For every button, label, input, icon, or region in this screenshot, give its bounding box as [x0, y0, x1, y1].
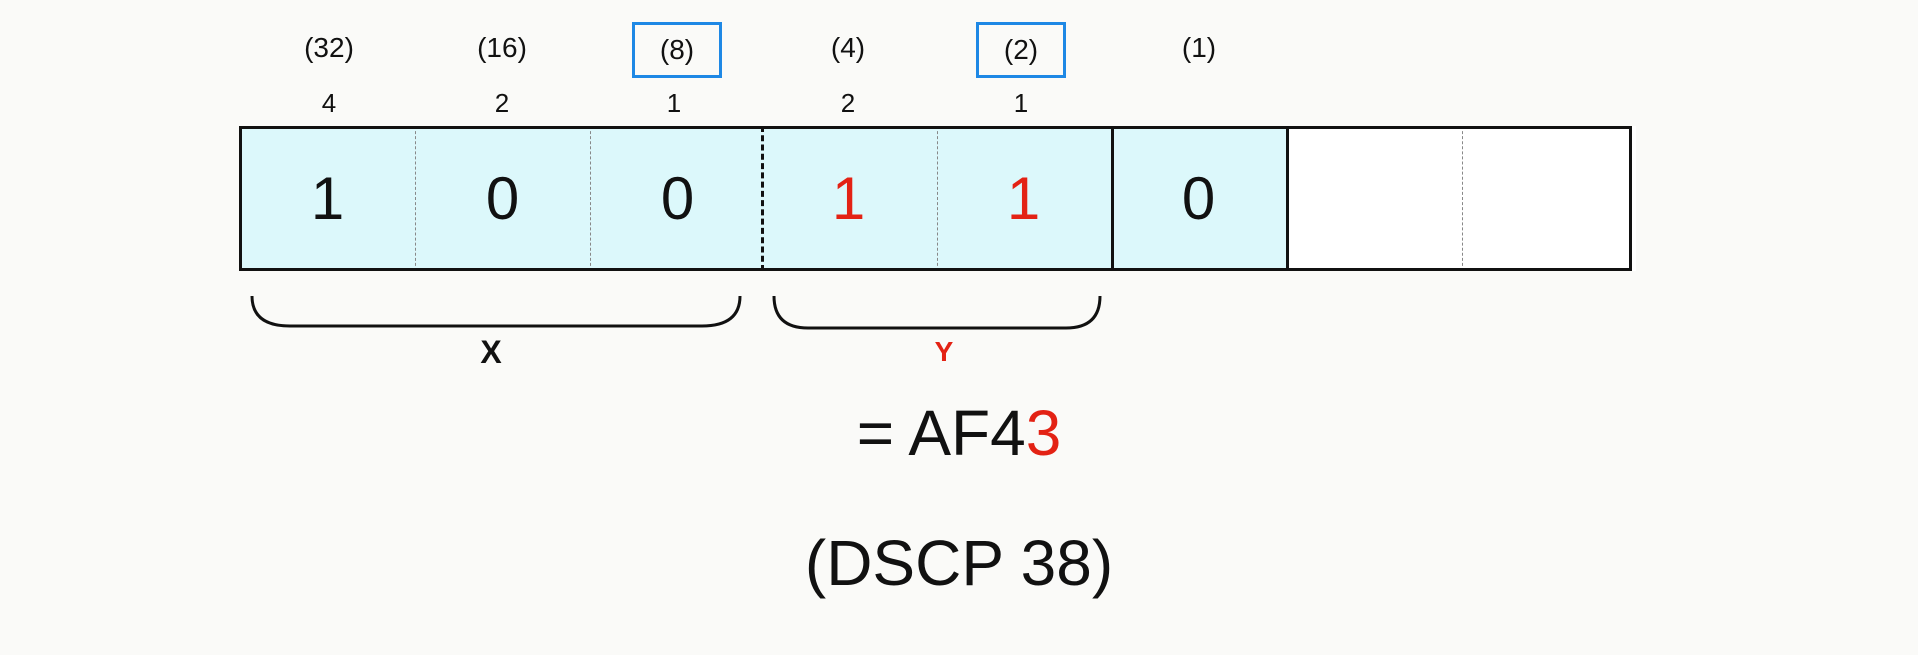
dscp-weight-8-highlighted: (8)	[632, 22, 722, 78]
af-weight-x-1: 1	[666, 88, 682, 118]
af-result: = AF43	[0, 396, 1918, 470]
dscp-field-divider	[1111, 126, 1114, 271]
dscp-weight-32: (32)	[304, 32, 354, 63]
ecn-field-divider	[1286, 126, 1289, 271]
af-result-drop-precedence: 3	[1025, 397, 1062, 469]
dscp-weight-4: (4)	[830, 32, 866, 63]
bit-divider	[415, 126, 416, 271]
x-brace	[250, 295, 742, 328]
bit-cell-3: 0	[590, 126, 765, 271]
x-label: X	[480, 334, 502, 370]
bit-divider	[590, 126, 591, 271]
x-y-field-divider	[761, 126, 764, 271]
bit-cell-1: 1	[240, 126, 415, 271]
af-weight-y-1: 1	[1013, 88, 1029, 118]
af-result-prefix: = AF4	[856, 397, 1026, 469]
y-label: Y	[934, 336, 954, 367]
bit-cell-5: 1	[936, 126, 1111, 271]
dscp-result: (DSCP 38)	[804, 527, 1114, 599]
bit-cell-4: 1	[761, 126, 936, 271]
bit-cell-6: 0	[1111, 126, 1286, 271]
bit-cell-7	[1286, 126, 1461, 271]
bit-divider	[937, 126, 938, 271]
dscp-weight-2-highlighted: (2)	[976, 22, 1066, 78]
bit-divider	[1462, 126, 1463, 271]
bit-cell-8	[1461, 126, 1636, 271]
af-weight-x-2: 2	[494, 88, 510, 118]
bit-cell-2: 0	[415, 126, 590, 271]
y-brace	[772, 295, 1102, 330]
af-weight-x-4: 4	[321, 88, 337, 118]
dscp-weight-16: (16)	[477, 32, 527, 63]
dscp-weight-1: (1)	[1181, 32, 1217, 63]
af-weight-y-2: 2	[840, 88, 856, 118]
